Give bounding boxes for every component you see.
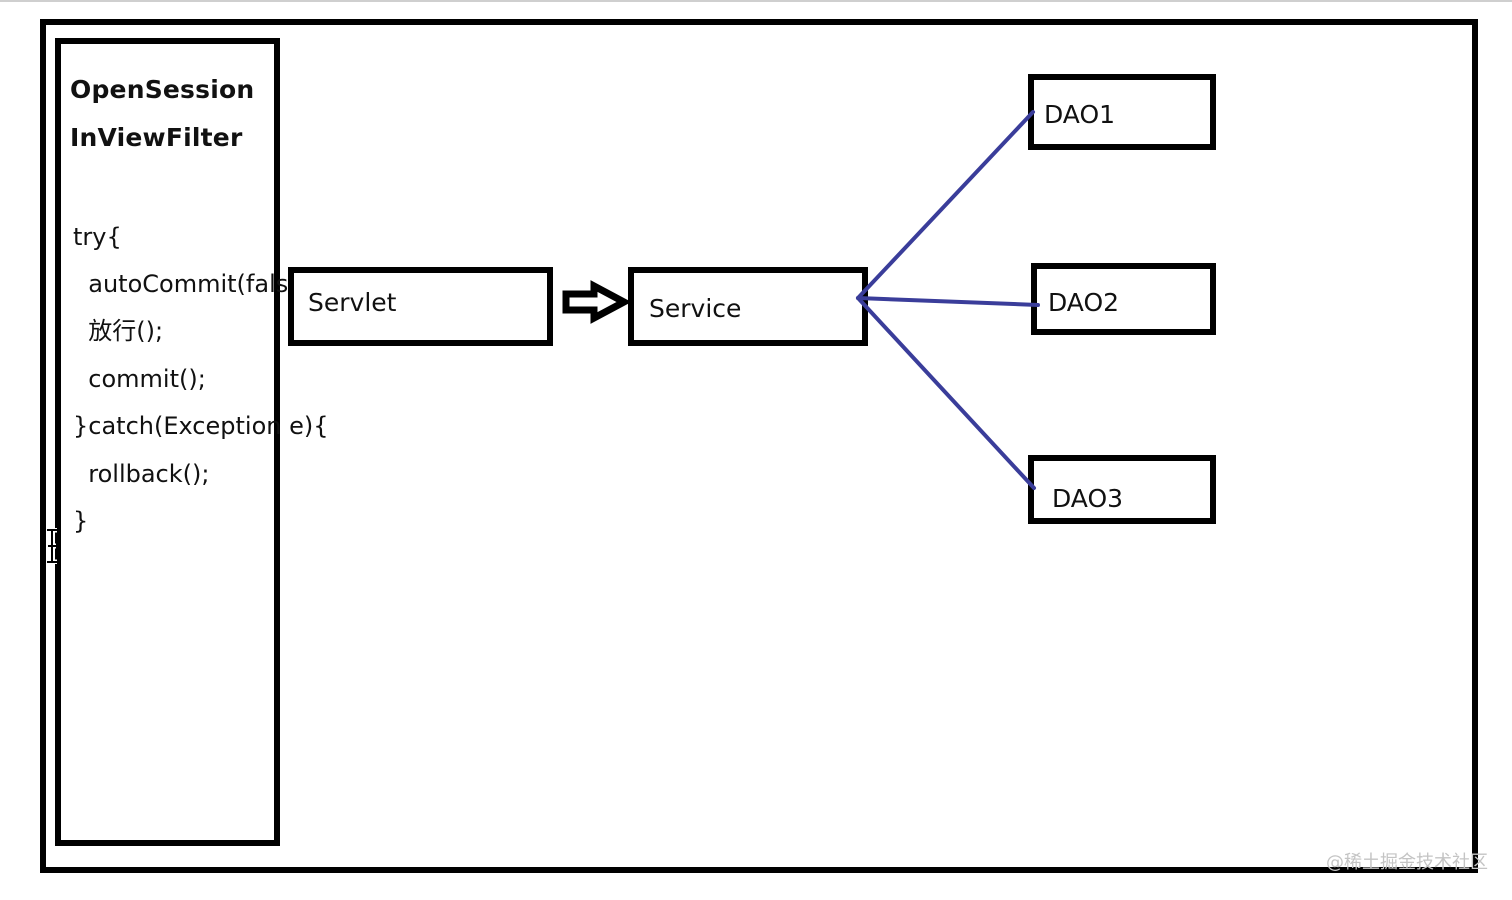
code-line-rollback: rollback(); [73,460,210,488]
code-line-release: 放行(); [73,317,164,345]
filter-title-line1: OpenSession [70,75,255,104]
watermark: @稀土掘金技术社区 [1326,852,1488,873]
diagram-frame [40,19,1478,873]
servlet-label: Servlet [308,288,397,317]
text-cursor-icon [47,528,57,564]
dao1-box [1028,74,1216,150]
service-label: Service [649,294,742,323]
filter-box [55,38,280,846]
code-line-try: try{ [73,223,122,251]
servlet-box [288,267,553,346]
dao3-label: DAO3 [1052,484,1124,513]
code-line-commit: commit(); [73,365,206,393]
dao2-label: DAO2 [1048,288,1120,317]
code-line-autocommit: autoCommit(false) [73,270,313,298]
top-rule [0,0,1512,2]
dao2-box [1031,263,1216,335]
dao1-label: DAO1 [1044,100,1116,129]
filter-title-line2: InViewFilter [70,123,243,152]
filter-title: OpenSession InViewFilter [70,66,254,162]
code-line-close: } [73,507,89,535]
code-line-catch: }catch(Exception e){ [73,412,329,440]
